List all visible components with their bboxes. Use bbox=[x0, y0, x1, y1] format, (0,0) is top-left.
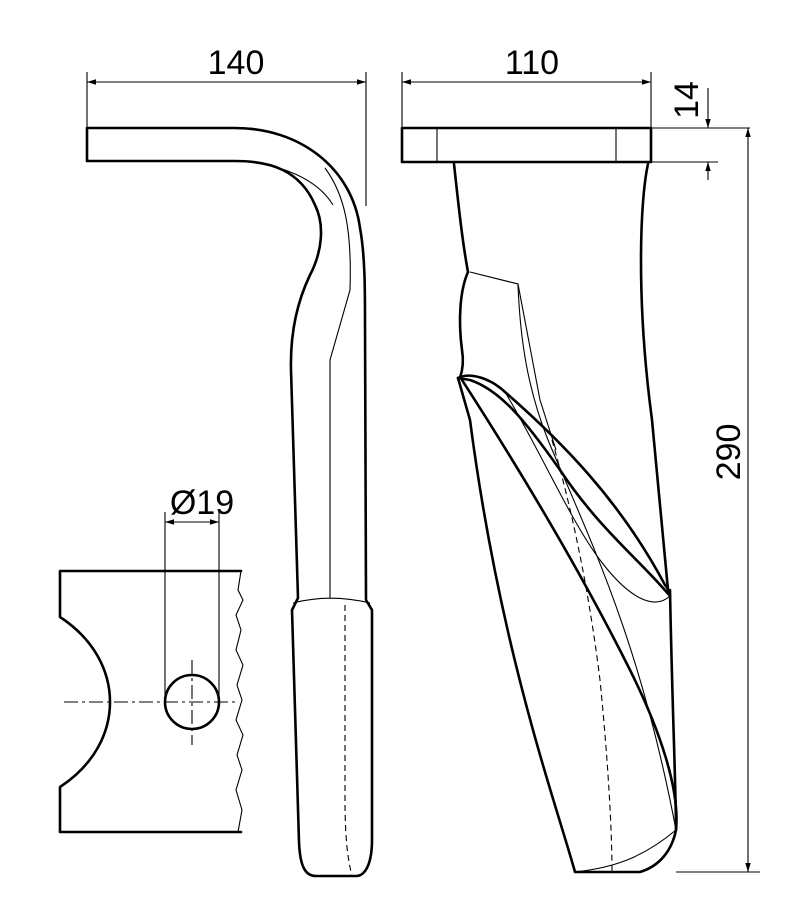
front-view-upper-edge bbox=[469, 271, 557, 451]
front-view-cutting-edge bbox=[460, 378, 678, 832]
front-view bbox=[400, 126, 678, 874]
hole-diameter-label: Ø19 bbox=[170, 484, 234, 522]
hole-detail bbox=[58, 569, 244, 834]
dimension-110: 110 bbox=[401, 44, 652, 128]
flange-thickness-label: 14 bbox=[668, 81, 706, 119]
side-view-blade-outline bbox=[85, 126, 374, 878]
side-view-tip-line bbox=[292, 597, 371, 604]
front-view-twist-line bbox=[517, 283, 677, 831]
side-view-edge-line bbox=[234, 160, 334, 206]
overall-height-label: 290 bbox=[710, 424, 748, 481]
front-view-cutting-face bbox=[456, 374, 672, 598]
front-view-tip-line bbox=[574, 829, 677, 873]
dimension-140: 140 bbox=[86, 44, 367, 206]
dimension-290: 290 bbox=[676, 128, 760, 873]
side-view-bend-line bbox=[324, 167, 351, 598]
side-view-hidden-edge bbox=[344, 605, 353, 877]
dimension-diameter: Ø19 bbox=[164, 484, 234, 702]
side-width-label: 140 bbox=[208, 44, 265, 82]
hole-detail-break-line bbox=[235, 570, 244, 833]
side-view bbox=[85, 126, 374, 878]
front-view-flange bbox=[400, 126, 653, 164]
front-view-inner-edge bbox=[504, 391, 671, 603]
front-view-body-outline bbox=[452, 162, 678, 874]
front-view-upper-face bbox=[458, 270, 470, 380]
front-width-label: 110 bbox=[505, 44, 559, 82]
dimension-14: 14 bbox=[651, 81, 750, 180]
front-view-hidden-edge bbox=[551, 439, 613, 873]
